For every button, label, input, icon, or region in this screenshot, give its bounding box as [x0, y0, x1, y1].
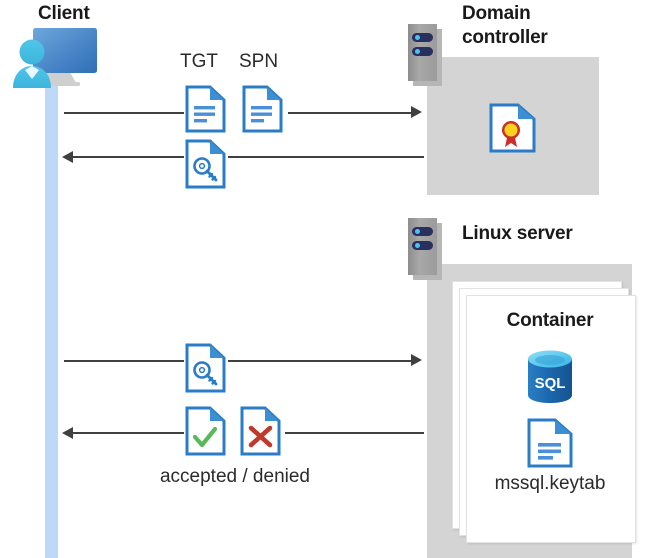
keytab-filename-label: mssql.keytab	[494, 473, 606, 494]
certificate-document-icon	[489, 103, 536, 153]
client-lifeline	[45, 60, 58, 558]
message-4-line-left	[72, 432, 184, 434]
client-title: Client	[38, 3, 90, 24]
message-3-line-left	[64, 360, 184, 362]
keytab-document-icon	[527, 418, 573, 468]
denied-cross-document-icon	[240, 406, 281, 456]
message-2-line-left	[72, 156, 184, 158]
tgt-document-icon	[185, 85, 226, 133]
server-rack-icon	[408, 24, 442, 86]
message-4-line-right	[285, 432, 424, 434]
spn-label: SPN	[239, 51, 279, 72]
message-3-line-right	[228, 360, 412, 362]
message-1-arrowhead	[411, 106, 422, 118]
message-1-line-left	[64, 112, 184, 114]
server-rack-icon	[408, 218, 442, 280]
spn-document-icon	[242, 85, 283, 133]
message-4-arrowhead	[62, 427, 73, 439]
accepted-check-document-icon	[185, 406, 226, 456]
message-2-line-right	[228, 156, 424, 158]
domain-controller-title: Domain controller	[462, 3, 548, 48]
service-ticket-key-document-icon	[185, 139, 226, 189]
tgt-label: TGT	[180, 51, 218, 72]
message-1-line-right	[288, 112, 412, 114]
message-3-arrowhead	[411, 354, 422, 366]
service-ticket-key-document-icon	[185, 343, 226, 393]
svg-text:SQL: SQL	[535, 375, 566, 392]
client-monitor-user-icon	[8, 22, 104, 90]
sql-database-icon: SQL	[522, 348, 578, 406]
accepted-denied-caption: accepted / denied	[159, 466, 310, 487]
linux-server-title: Linux server	[462, 223, 573, 244]
message-2-arrowhead	[62, 151, 73, 163]
container-title: Container	[506, 310, 594, 331]
